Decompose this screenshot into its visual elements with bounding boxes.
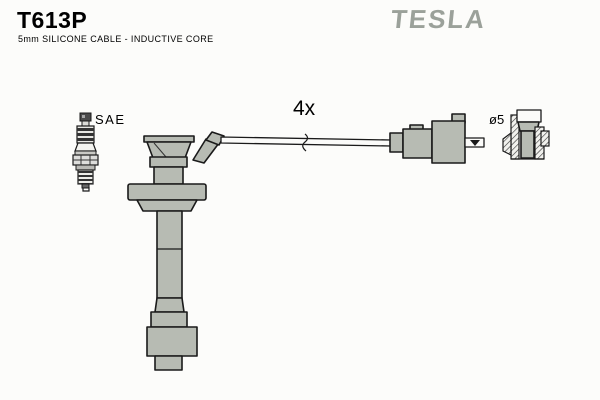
quantity-label: 4x [293,97,316,120]
spark-plug-boot [127,131,225,371]
ignition-cable [220,133,392,152]
terminal-cross-section [502,109,550,160]
part-number: T613P [17,7,88,33]
sae-label: SAE [95,112,126,127]
spark-plug-icon [72,112,99,192]
product-subtitle: 5mm SILICONE CABLE - INDUCTIVE CORE [18,34,214,44]
coil-connector [389,113,485,164]
terminal-diameter-label: ø5 [489,112,505,127]
